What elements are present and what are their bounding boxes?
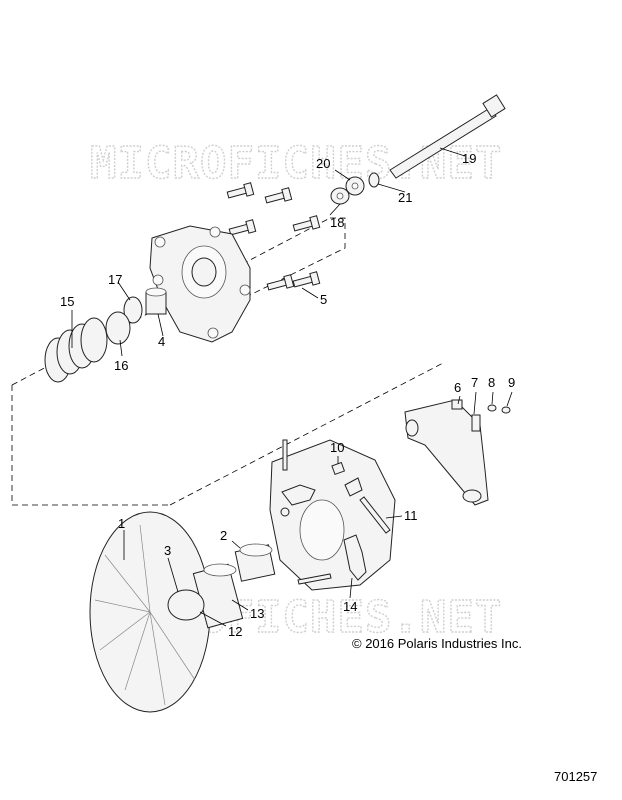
clutch-spring [44, 317, 108, 383]
assembly-guide-line [239, 217, 346, 301]
callout-11: 11 [404, 508, 418, 523]
flyweight [281, 477, 367, 581]
bolt-group [226, 182, 321, 291]
callout-8: 8 [488, 375, 495, 390]
fixed-sheave [89, 511, 211, 713]
drawing-number: 701257 [554, 769, 598, 784]
callout-14: 14 [343, 599, 357, 614]
callout-18: 18 [330, 215, 344, 230]
callout-19: 19 [462, 151, 476, 166]
callout-17: 17 [108, 272, 122, 287]
callout-12: 12 [228, 624, 242, 639]
callout-13: 13 [250, 606, 264, 621]
spacer-18 [330, 187, 350, 205]
callout-2: 2 [220, 528, 227, 543]
assembly-guide-line [11, 385, 170, 506]
assembly-guide-line [169, 361, 446, 506]
moveable-sheave [269, 439, 396, 591]
washer-20 [345, 176, 365, 196]
buttons-8-9 [487, 404, 511, 414]
callout-15: 15 [60, 294, 74, 309]
weight-pin [359, 496, 391, 534]
bushing [145, 287, 167, 315]
bushing-2 [234, 543, 276, 582]
callout-3: 3 [164, 543, 171, 558]
long-pin [282, 439, 288, 471]
callout-5: 5 [320, 292, 327, 307]
callout-21: 21 [398, 190, 412, 205]
small-pin [297, 573, 332, 585]
callout-6: 6 [454, 380, 461, 395]
spider-assembly [404, 399, 489, 506]
shaft-bolt [389, 94, 506, 179]
callout-10: 10 [330, 440, 344, 455]
ring [123, 296, 143, 324]
copyright-notice: © 2016 Polaris Industries Inc. [352, 636, 522, 651]
callout-9: 9 [508, 375, 515, 390]
clutch-cover [149, 225, 251, 343]
callout-20: 20 [316, 156, 330, 171]
callout-labels: 1 2 3 4 5 6 7 8 9 10 11 12 13 14 15 16 1… [60, 151, 515, 639]
callout-4: 4 [158, 334, 165, 349]
callout-7: 7 [471, 375, 478, 390]
callout-1: 1 [118, 516, 125, 531]
washer-21 [368, 172, 380, 188]
washer [105, 311, 131, 345]
callout-16: 16 [114, 358, 128, 373]
ring-12 [167, 589, 205, 621]
leader-lines [71, 147, 513, 627]
roller-10 [331, 461, 346, 476]
